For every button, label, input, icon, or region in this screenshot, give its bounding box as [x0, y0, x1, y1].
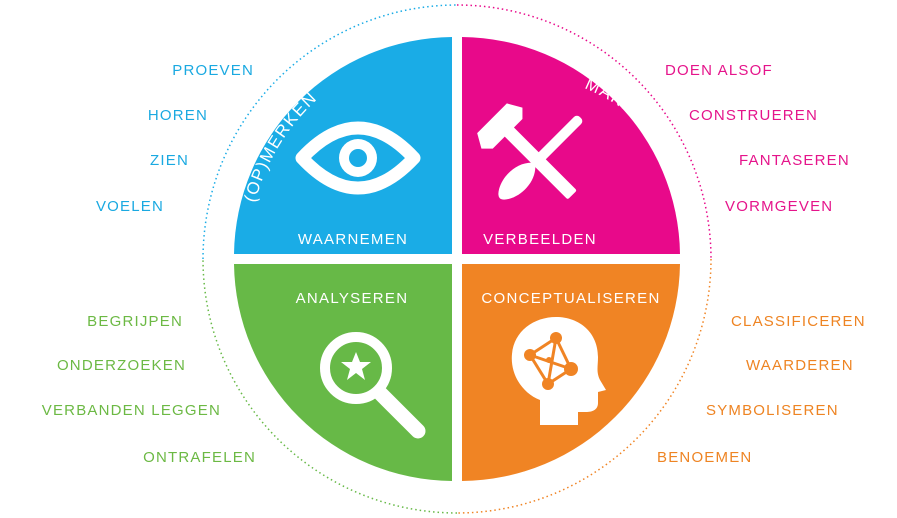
quadrant-verbeelden	[462, 37, 680, 254]
item-doen-alsof: DOEN ALSOF	[665, 62, 773, 79]
item-ontrafelen: ONTRAFELEN	[143, 449, 256, 466]
item-construeren: CONSTRUEREN	[689, 107, 819, 124]
outer-ring-pink	[456, 4, 712, 260]
title-waarnemen: WAARNEMEN	[298, 231, 408, 248]
item-waarderen: WAARDEREN	[746, 357, 854, 374]
item-onderzoeken: ONDERZOEKEN	[56, 357, 186, 374]
item-begrijpen: BEGRIJPEN	[87, 313, 183, 330]
title-conceptualiseren: CONCEPTUALISEREN	[481, 290, 660, 307]
item-benoemen: BENOEMEN	[657, 449, 753, 466]
item-horen: HOREN	[147, 107, 208, 124]
outer-ring-orange	[456, 258, 712, 514]
title-verbeelden: VERBEELDEN	[483, 231, 597, 248]
item-classificeren: CLASSIFICEREN	[731, 313, 866, 330]
head-network-icon	[511, 317, 606, 425]
eye-icon	[295, 121, 421, 195]
item-zien: ZIEN	[150, 152, 189, 169]
item-proeven: PROEVEN	[172, 62, 254, 79]
outer-ring-blue	[202, 4, 458, 260]
item-vormgeven: VORMGEVEN	[725, 198, 834, 215]
quadrant-waarnemen	[234, 37, 452, 254]
outer-ring-green	[202, 258, 458, 514]
magnifier-star-icon	[320, 332, 426, 439]
item-voelen: VOELEN	[95, 198, 164, 215]
title-analyseren: ANALYSEREN	[296, 290, 409, 307]
quadrant-analyseren	[234, 264, 452, 481]
hammer-brush-icon	[477, 103, 583, 200]
item-symboliseren: SYMBOLISEREN	[706, 402, 839, 419]
item-fantaseren: FANTASEREN	[739, 152, 850, 169]
item-verbanden-leggen: VERBANDEN LEGGEN	[41, 402, 221, 419]
